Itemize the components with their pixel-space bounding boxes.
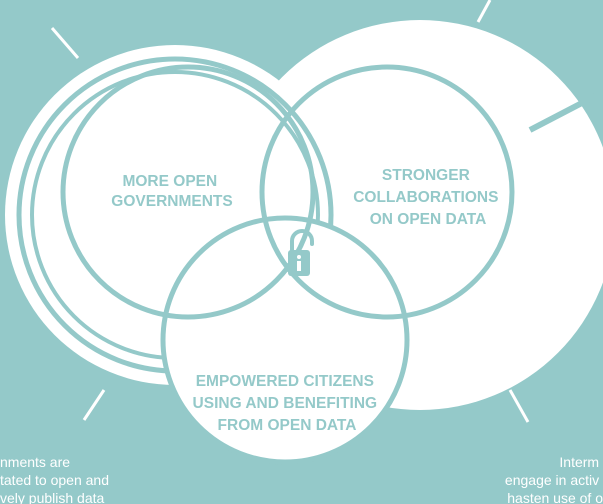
divider-top-right bbox=[528, 89, 603, 133]
bottom-circle-fill bbox=[163, 218, 407, 462]
side-note-left-line: nments are bbox=[0, 454, 70, 470]
padlock-info-dot bbox=[297, 255, 301, 259]
padlock-info-stem bbox=[297, 261, 301, 271]
label-bottom-line: USING AND BENEFITING bbox=[193, 395, 378, 412]
side-note-right-line: engage in activ bbox=[505, 472, 599, 488]
label-top-left-line: MORE OPEN bbox=[122, 173, 217, 190]
label-top-right: STRONGER COLLABORATIONS ON OPEN DATA bbox=[353, 167, 503, 228]
label-top-right-line: STRONGER bbox=[382, 167, 470, 184]
label-bottom-line: FROM OPEN DATA bbox=[218, 417, 357, 434]
connector-top-left bbox=[50, 27, 80, 59]
venn-circle-bottom bbox=[160, 215, 410, 465]
connector-bottom-left bbox=[82, 389, 106, 421]
side-note-left-line: tated to open and bbox=[0, 472, 109, 488]
open-padlock-info-icon bbox=[288, 229, 314, 276]
padlock-shackle bbox=[290, 229, 314, 252]
side-note-left: nments are tated to open and vely publis… bbox=[0, 454, 113, 504]
side-note-right-line: Interm bbox=[559, 454, 599, 470]
label-top-right-line: ON OPEN DATA bbox=[370, 211, 487, 228]
label-top-right-line: COLLABORATIONS bbox=[353, 189, 498, 206]
label-top-left-line: GOVERNMENTS bbox=[111, 193, 232, 210]
label-bottom-line: EMPOWERED CITIZENS bbox=[196, 373, 374, 390]
side-note-right: Interm engage in activ hasten use of o bbox=[505, 454, 603, 504]
side-note-left-line: vely publish data bbox=[0, 490, 105, 504]
connector-bottom-right bbox=[508, 389, 530, 423]
label-bottom: EMPOWERED CITIZENS USING AND BENEFITING … bbox=[193, 373, 382, 434]
venn-circle-top-right bbox=[259, 64, 515, 320]
venn-circle-top-left bbox=[60, 64, 316, 320]
label-top-left: MORE OPEN GOVERNMENTS bbox=[111, 173, 232, 210]
connector-top bbox=[476, 0, 492, 23]
side-note-right-line: hasten use of o bbox=[507, 490, 603, 504]
